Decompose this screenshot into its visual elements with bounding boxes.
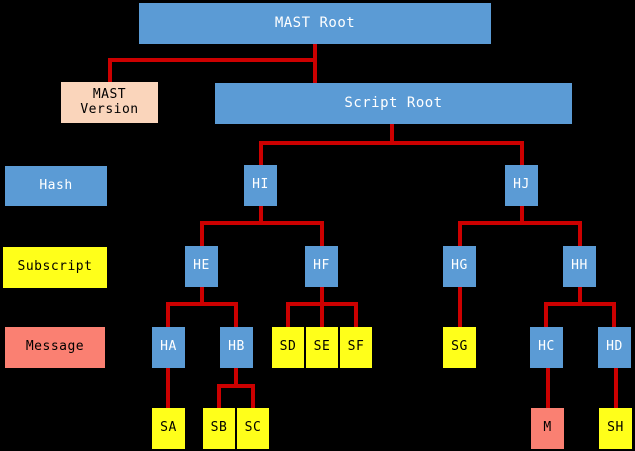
node-hd-label: HD — [606, 339, 623, 355]
edge-scriptroot-stub — [390, 123, 394, 145]
node-he[interactable]: HE — [185, 246, 218, 287]
edge-hf-to-sd — [286, 302, 290, 328]
edge-hj-stub — [520, 205, 524, 224]
edge-mastroot-stub — [313, 43, 317, 60]
edge-hh-to-hc — [544, 302, 548, 328]
edge-hi-to-he — [200, 221, 204, 247]
node-sb[interactable]: SB — [203, 408, 235, 449]
node-se-label: SE — [313, 339, 331, 355]
edge-hf-stub — [320, 287, 324, 306]
node-sa-label: SA — [160, 420, 177, 436]
node-hd[interactable]: HD — [598, 327, 631, 368]
edge-hb-stub — [234, 368, 238, 387]
node-mast-root-label: MAST Root — [274, 14, 356, 31]
edge-hb-to-sc — [251, 384, 255, 409]
edge-he-bus — [166, 302, 238, 306]
node-hh-label: HH — [571, 258, 588, 274]
edge-hh-to-hd — [612, 302, 616, 328]
edge-hh-bus — [544, 302, 616, 306]
legend-message-label: Message — [25, 339, 85, 355]
node-hg[interactable]: HG — [443, 246, 476, 287]
node-mast-root[interactable]: MAST Root — [139, 3, 491, 44]
edge-mastroot-bus — [108, 58, 317, 62]
edge-ha-to-sa — [166, 368, 170, 409]
node-sc[interactable]: SC — [237, 408, 269, 449]
node-hj-label: HJ — [513, 177, 530, 193]
edge-hi-to-hf — [320, 221, 324, 247]
node-hc-label: HC — [538, 339, 555, 355]
node-sd-label: SD — [279, 339, 297, 355]
node-hg-label: HG — [451, 258, 468, 274]
node-hh[interactable]: HH — [563, 246, 596, 287]
edge-hf-to-sf — [354, 302, 358, 328]
node-hi-label: HI — [252, 177, 269, 193]
edge-he-to-ha — [166, 302, 170, 328]
edge-scriptroot-bus — [259, 141, 524, 145]
edge-hj-bus — [458, 221, 582, 225]
node-sb-label: SB — [210, 420, 228, 436]
node-ha-label: HA — [160, 339, 177, 355]
node-mast-version-label: MAST Version — [80, 86, 139, 117]
node-script-root[interactable]: Script Root — [215, 83, 572, 124]
legend-subscript-label: Subscript — [17, 259, 93, 275]
node-sh[interactable]: SH — [599, 408, 632, 449]
edge-he-stub — [200, 287, 204, 306]
edge-hd-to-sh — [614, 368, 618, 409]
legend-item-subscript: Subscript — [3, 247, 107, 288]
edge-hj-to-hh — [578, 221, 582, 247]
node-hc[interactable]: HC — [530, 327, 563, 368]
node-mast-version[interactable]: MAST Version — [61, 82, 158, 123]
edge-hi-stub — [259, 205, 263, 224]
edge-hi-bus — [200, 221, 324, 225]
node-hf-label: HF — [313, 258, 330, 274]
edge-hg-to-sg — [458, 287, 462, 328]
node-m[interactable]: M — [531, 408, 564, 449]
node-sd[interactable]: SD — [272, 327, 304, 368]
legend-item-hash: Hash — [5, 166, 107, 206]
edge-mastroot-to-scriptroot — [313, 58, 317, 83]
node-hj[interactable]: HJ — [505, 165, 538, 206]
edge-hh-stub — [578, 287, 582, 306]
node-ha[interactable]: HA — [152, 327, 185, 368]
node-se[interactable]: SE — [306, 327, 338, 368]
edge-hf-to-se — [320, 302, 324, 328]
node-sa[interactable]: SA — [152, 408, 185, 449]
node-hb[interactable]: HB — [220, 327, 253, 368]
edge-scriptroot-to-hj — [520, 141, 524, 166]
node-sf-label: SF — [347, 339, 365, 355]
legend-hash-label: Hash — [39, 177, 73, 193]
legend-item-message: Message — [5, 327, 105, 368]
node-sc-label: SC — [244, 420, 262, 436]
node-script-root-label: Script Root — [344, 94, 443, 111]
node-sg[interactable]: SG — [443, 327, 476, 368]
node-hb-label: HB — [228, 339, 245, 355]
edge-mastroot-to-mastversion — [108, 58, 112, 83]
edge-hc-to-m — [546, 368, 550, 409]
node-hi[interactable]: HI — [244, 165, 277, 206]
edge-hj-to-hg — [458, 221, 462, 247]
edge-hb-bus — [217, 384, 255, 388]
node-sf[interactable]: SF — [340, 327, 372, 368]
edge-scriptroot-to-hi — [259, 141, 263, 166]
edge-hb-to-sb — [217, 384, 221, 409]
node-sh-label: SH — [607, 420, 624, 436]
edge-he-to-hb — [234, 302, 238, 328]
node-sg-label: SG — [451, 339, 468, 355]
node-m-label: M — [543, 420, 552, 436]
node-hf[interactable]: HF — [305, 246, 338, 287]
node-he-label: HE — [193, 258, 210, 274]
